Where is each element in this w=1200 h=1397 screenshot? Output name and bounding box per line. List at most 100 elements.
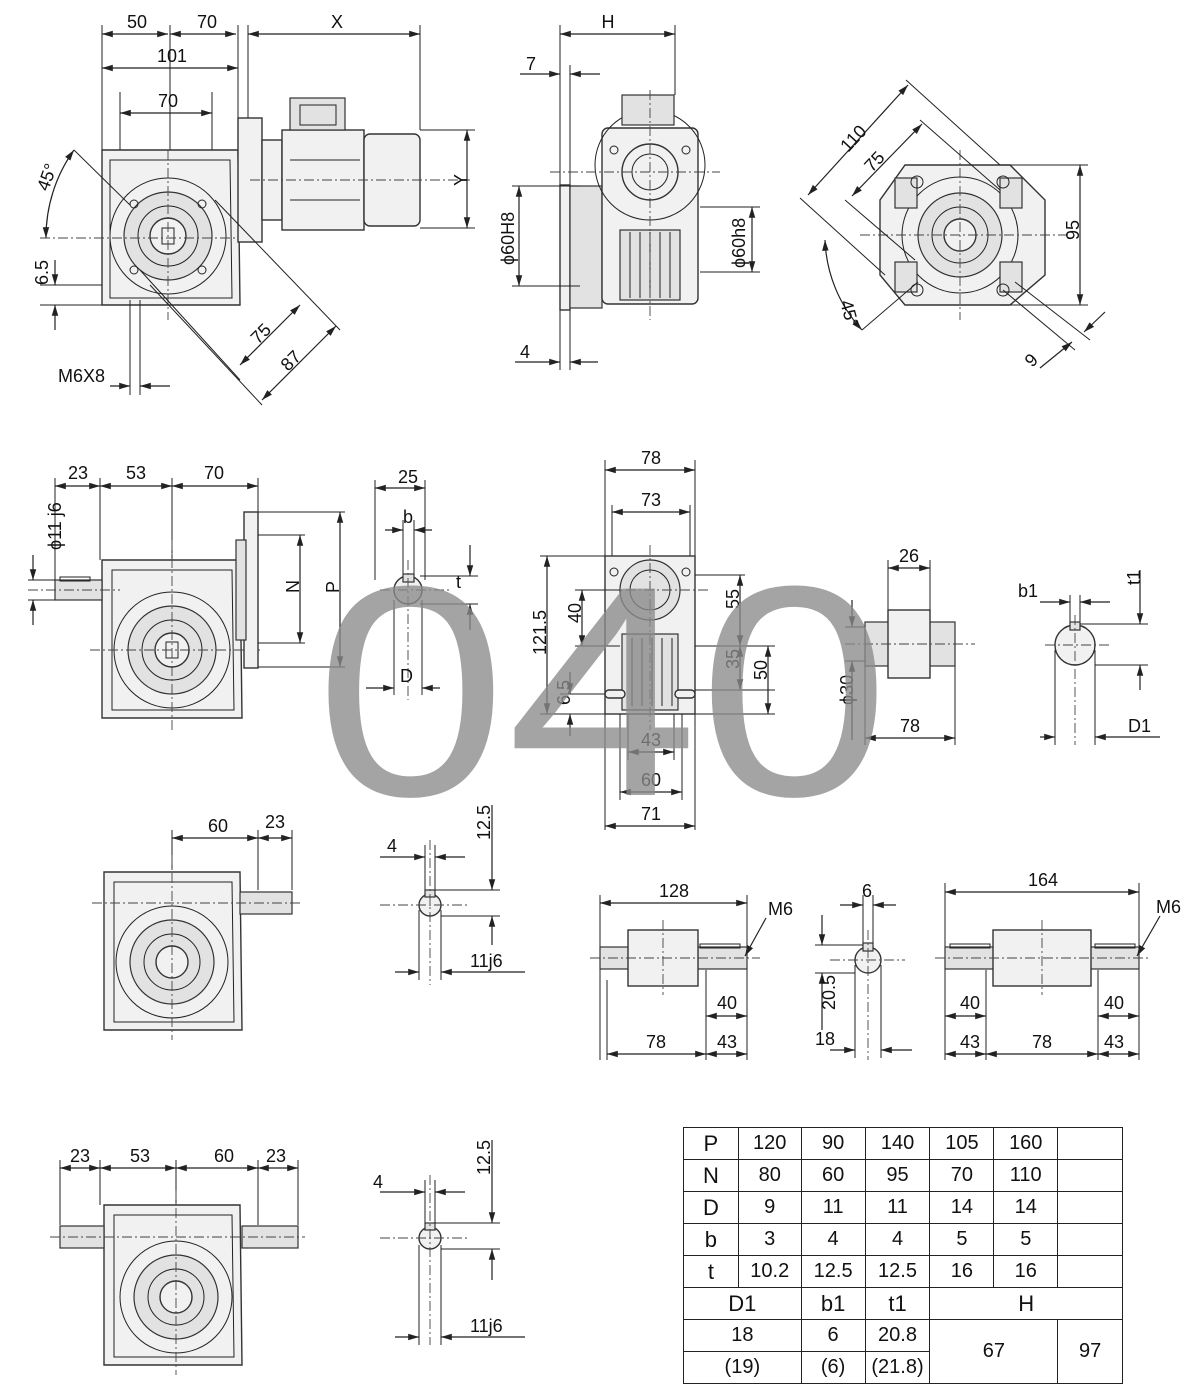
dim-121-5: 121.5 xyxy=(530,610,550,655)
table-cell-t1-alt: (21.8) xyxy=(864,1351,931,1384)
dim-4-row3: 4 xyxy=(387,836,397,856)
dim-75-flange: 75 xyxy=(860,147,888,175)
table-row-t: t 10.2 12.5 12.5 16 16 xyxy=(683,1255,1123,1288)
dim-128: 128 xyxy=(659,881,689,901)
table-cell: 12.5 xyxy=(864,1255,931,1288)
table-cell-d1: 18 xyxy=(683,1319,802,1352)
table-cell: 12.5 xyxy=(800,1255,866,1288)
dim-m6x8: M6X8 xyxy=(58,366,105,386)
dim-11j6-row3: 11j6 xyxy=(470,951,503,971)
table-cell xyxy=(1057,1255,1123,1288)
table-row-d: D 9 11 11 14 14 xyxy=(683,1191,1123,1224)
dim-60-front: 60 xyxy=(641,770,661,790)
view-single-output-shaft: 128 M6 40 78 43 xyxy=(590,881,793,1060)
view-square-flange: 95 110 75 45° 9 xyxy=(799,79,1106,371)
table-cell: 11 xyxy=(800,1191,866,1224)
table-row-b: b 3 4 4 5 5 xyxy=(683,1223,1123,1256)
dim-4-row4: 4 xyxy=(373,1172,383,1192)
spec-table: P 120 90 140 105 160 N 80 60 95 70 110 D… xyxy=(683,1127,1123,1384)
table-cell: 10.2 xyxy=(737,1255,802,1288)
dim-phi11j6: ϕ11 j6 xyxy=(45,502,65,550)
dim-87: 87 xyxy=(277,347,305,375)
table-cell: 11 xyxy=(864,1191,931,1224)
view-output-shaft-reducer: 60 23 xyxy=(92,812,300,1040)
dim-43-front: 43 xyxy=(641,730,661,750)
dim-40-front: 40 xyxy=(565,603,585,623)
table-cell: 4 xyxy=(800,1223,866,1256)
dim-55: 55 xyxy=(723,589,743,609)
dim-95: 95 xyxy=(1063,220,1083,240)
table-cell: 14 xyxy=(993,1191,1059,1224)
table-cell: 70 xyxy=(929,1159,995,1192)
table-cell-d1-alt: (19) xyxy=(683,1351,802,1384)
dim-78-top: 78 xyxy=(641,448,661,468)
view-output-key-section: 6 20.5 18 xyxy=(815,881,912,1060)
table-row-values: 18 6 20.8 67 97 xyxy=(683,1319,1123,1384)
dim-m6-single: M6 xyxy=(768,899,793,919)
table-cell: 16 xyxy=(929,1255,995,1288)
table-cell: 4 xyxy=(864,1223,931,1256)
view-double-output-shaft: 164 M6 40 40 43 78 43 xyxy=(935,870,1181,1060)
dim-12-5-row3: 12.5 xyxy=(474,805,494,840)
table-cell: P xyxy=(683,1127,739,1160)
view-reducer-with-motor: 50 70 X 101 70 Y 45° xyxy=(32,12,475,406)
table-header-b1: b1 xyxy=(800,1287,866,1320)
table-cell: 5 xyxy=(993,1223,1059,1256)
dim-6-key: 6 xyxy=(862,881,872,901)
dim-25: 25 xyxy=(398,467,418,487)
dim-101: 101 xyxy=(157,46,187,66)
table-cell: 90 xyxy=(800,1127,866,1160)
table-cell: 120 xyxy=(737,1127,802,1160)
dim-43-double-right: 43 xyxy=(1104,1032,1124,1052)
dim-70b: 70 xyxy=(158,91,178,111)
table-cell: D xyxy=(683,1191,739,1224)
dim-18-key: 18 xyxy=(815,1029,835,1049)
dim-y: Y xyxy=(451,174,471,186)
dim-6-5-front: 6.5 xyxy=(554,680,574,705)
dim-23-row3: 23 xyxy=(265,812,285,832)
dim-60-row4: 60 xyxy=(214,1146,234,1166)
dim-t1: t1 xyxy=(1124,570,1144,585)
dim-78-single: 78 xyxy=(646,1032,666,1052)
angle-45-flange: 45° xyxy=(836,298,862,329)
view-bore-key: b1 t1 D1 xyxy=(1018,570,1160,745)
table-header-h: H xyxy=(929,1287,1123,1320)
table-cell: b xyxy=(683,1223,739,1256)
dim-23-row4-right: 23 xyxy=(266,1146,286,1166)
view-front-section: 78 73 121.5 40 6.5 xyxy=(530,448,775,830)
dim-b1: b1 xyxy=(1018,581,1038,601)
dim-50-front: 50 xyxy=(751,660,771,680)
table-header-t1: t1 xyxy=(864,1287,931,1320)
dim-6-5: 6.5 xyxy=(32,260,52,285)
table-cell: 3 xyxy=(737,1223,802,1256)
table-cell-b1: 6 xyxy=(800,1319,866,1352)
dim-71: 71 xyxy=(641,804,661,824)
dim-60-row3: 60 xyxy=(208,816,228,836)
table-cell-b1-alt: (6) xyxy=(800,1351,866,1384)
dim-m6-double: M6 xyxy=(1156,897,1181,917)
dim-t: t xyxy=(456,572,461,592)
watermark-040: 040 xyxy=(315,523,890,859)
table-cell: 110 xyxy=(993,1159,1059,1192)
view-hollow-shaft: 26 ϕ30 78 xyxy=(837,546,975,745)
table-cell: 80 xyxy=(737,1159,802,1192)
dim-9: 9 xyxy=(1021,350,1042,371)
dim-26: 26 xyxy=(899,546,919,566)
table-cell xyxy=(1057,1127,1123,1160)
dim-h: H xyxy=(602,12,615,32)
dim-164: 164 xyxy=(1028,870,1058,890)
dim-b: b xyxy=(403,507,413,527)
view-input-shaft-key: 25 b t D xyxy=(366,467,478,700)
dim-12-5-row4: 12.5 xyxy=(474,1140,494,1175)
dim-7: 7 xyxy=(526,54,536,74)
view-side-flange: H 7 ϕ60H8 ϕ60h8 4 xyxy=(498,12,760,370)
view-double-shaft-reducer: 23 53 60 23 xyxy=(50,1146,305,1375)
dim-78-double: 78 xyxy=(1032,1032,1052,1052)
table-cell-h-67: 67 xyxy=(929,1319,1059,1384)
dim-78-hollow: 78 xyxy=(900,716,920,736)
table-header-d1: D1 xyxy=(683,1287,802,1320)
dim-53-row4: 53 xyxy=(130,1146,150,1166)
dim-70: 70 xyxy=(197,12,217,32)
view-output-key-row4: 4 12.5 11j6 xyxy=(373,1140,525,1345)
table-row-values-alt: (19) (6) (21.8) xyxy=(683,1351,1123,1384)
